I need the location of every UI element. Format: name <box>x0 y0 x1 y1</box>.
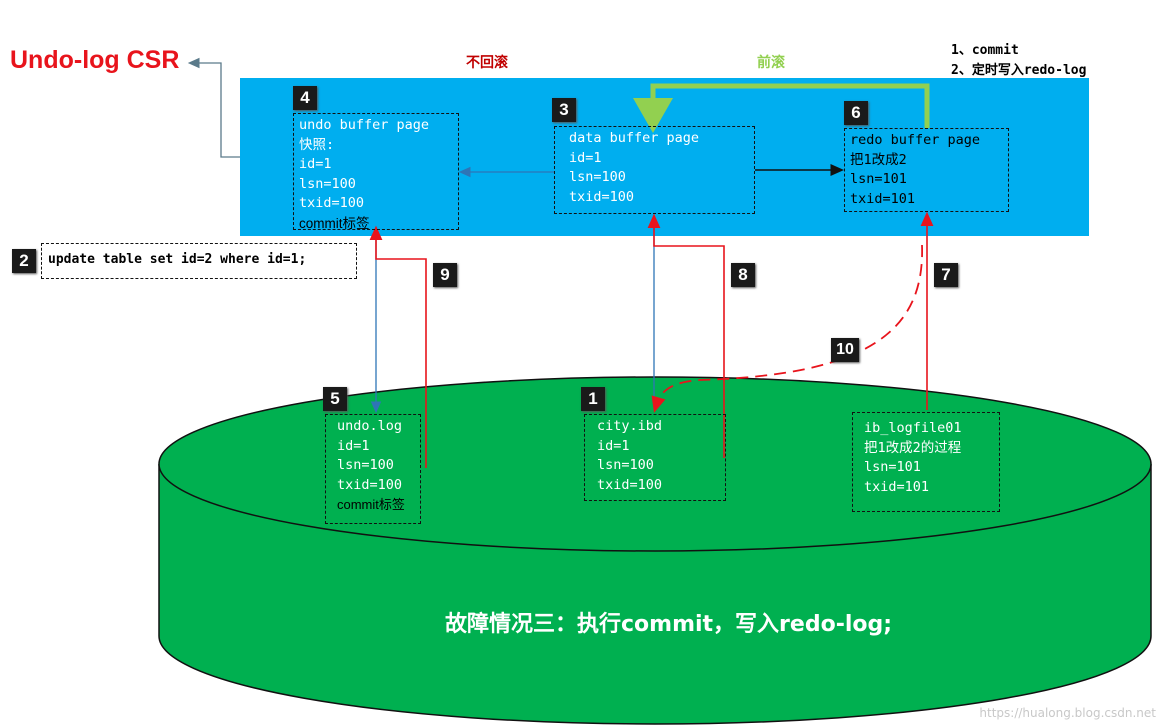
data-buffer-page-box: data buffer page id=1 lsn=100 txid=100 <box>554 126 755 214</box>
city-ibd-line-1: city.ibd <box>597 418 663 434</box>
ib-logfile-line-2: 把1改成2的过程 <box>864 439 962 456</box>
ib-logfile-line-4: txid=101 <box>864 478 930 495</box>
page-title: Undo-log CSR <box>10 46 180 74</box>
data-buffer-line-3: lsn=100 <box>569 169 626 185</box>
undo-buffer-line-4: lsn=100 <box>299 175 356 192</box>
step-badge-8: 8 <box>731 263 755 287</box>
step-badge-6: 6 <box>844 101 868 125</box>
step-badge-1: 1 <box>581 387 605 411</box>
undo-buffer-page-box: undo buffer page 快照: id=1 lsn=100 txid=1… <box>293 113 459 231</box>
note-line-1: 1、commit <box>951 43 1019 58</box>
commit-notes: 1、commit 2、定时写入redo-log <box>951 41 1086 81</box>
redo-buffer-line-3: lsn=101 <box>850 171 907 187</box>
watermark: https://hualong.blog.csdn.net <box>979 706 1156 720</box>
undo-log-to-buffer-arrow <box>369 225 427 468</box>
undo-buffer-line-1: undo buffer page <box>299 117 430 133</box>
ib-logfile-line-3: lsn=101 <box>864 459 921 475</box>
redo-buffer-page-box: redo buffer page 把1改成2 lsn=101 txid=101 <box>844 128 1009 212</box>
roll-forward-arrow <box>633 83 930 133</box>
redo-buffer-line-2: 把1改成2 <box>850 151 907 168</box>
ib-logfile-line-1: ib_logfile01 <box>864 420 962 436</box>
note-line-2: 2、定时写入redo-log <box>951 63 1087 78</box>
no-rollback-label: 不回滚 <box>466 55 508 71</box>
undo-log-line-2: id=1 <box>337 437 370 454</box>
undo-log-line-1: undo.log <box>337 418 403 434</box>
step-badge-7: 7 <box>934 263 958 287</box>
roll-forward-label: 前滚 <box>757 55 785 71</box>
csr-connector-line <box>187 57 240 158</box>
redo-buffer-line-1: redo buffer page <box>850 132 981 148</box>
undo-buffer-line-3: id=1 <box>299 156 332 172</box>
undo-log-line-3: lsn=100 <box>337 457 394 473</box>
step-badge-4: 4 <box>293 86 317 110</box>
ib-logfile-box: ib_logfile01 把1改成2的过程 lsn=101 txid=101 <box>852 412 1000 512</box>
city-to-data-arrow <box>647 213 725 458</box>
undo-buffer-line-6: commit标签 <box>299 215 370 231</box>
city-ibd-file-box: city.ibd id=1 lsn=100 txid=100 <box>584 414 726 501</box>
sql-statement-box: update table set id=2 where id=1; <box>41 243 357 279</box>
undo-log-line-5: commit标签 <box>337 497 405 512</box>
data-buffer-line-2: id=1 <box>569 149 602 166</box>
step-badge-10: 10 <box>831 338 859 362</box>
redo-replay-dashed-arrow <box>651 244 923 413</box>
undo-buffer-line-5: txid=100 <box>299 195 365 211</box>
step-badge-9: 9 <box>433 263 457 287</box>
step-badge-5: 5 <box>323 387 347 411</box>
data-buffer-line-4: txid=100 <box>569 188 635 205</box>
undo-buffer-line-2: 快照: <box>299 136 335 153</box>
failure-scenario-caption: 故障情况三：执行commit，写入redo-log; <box>445 612 893 637</box>
undo-log-line-4: txid=100 <box>337 476 403 493</box>
redo-buffer-line-4: txid=101 <box>850 190 916 207</box>
city-ibd-line-4: txid=100 <box>597 476 663 493</box>
city-ibd-line-2: id=1 <box>597 437 630 454</box>
step-badge-2: 2 <box>12 249 36 273</box>
undo-log-file-box: undo.log id=1 lsn=100 txid=100 commit标签 <box>325 414 421 524</box>
data-buffer-line-1: data buffer page <box>569 130 700 146</box>
step-badge-3: 3 <box>552 98 576 122</box>
city-ibd-line-3: lsn=100 <box>597 457 654 473</box>
